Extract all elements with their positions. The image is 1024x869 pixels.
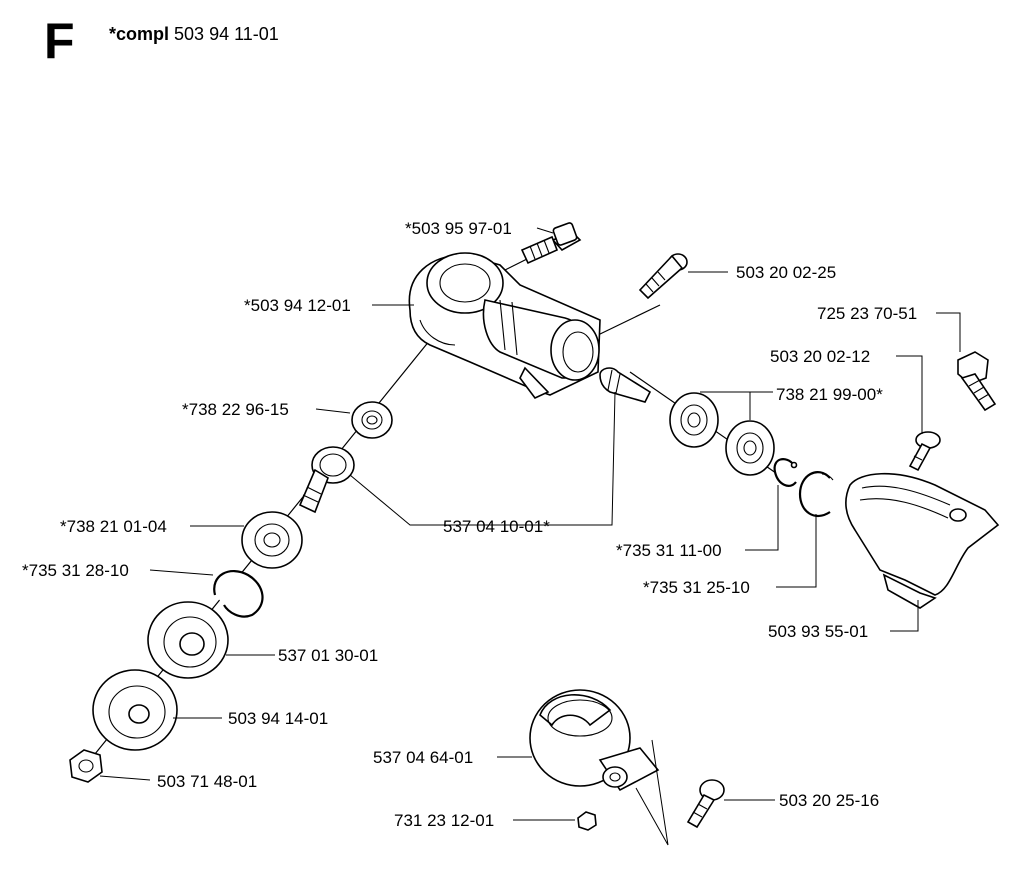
label-731-23-12-01: 731 23 12-01 [394, 811, 494, 830]
label-735-31-25-10: *735 31 25-10 [643, 578, 750, 597]
label-735-31-11-00: *735 31 11-00 [616, 541, 722, 560]
leader-lines [99, 227, 961, 846]
label-503-20-02-12: 503 20 02-12 [770, 347, 870, 366]
label-738-21-01-04: *738 21 01-04 [60, 517, 167, 536]
circlip-735-31-28-10 [213, 569, 264, 618]
screw-503-95-97-01 [520, 222, 582, 265]
label-503-94-12-01: *503 94 12-01 [244, 296, 351, 315]
label-537-01-30-01: 537 01 30-01 [278, 646, 378, 665]
nut-503-71-48-01 [69, 749, 103, 783]
retaining-ring-735-31-25-10 [798, 471, 834, 518]
clamp-537-04-64-01 [529, 689, 660, 792]
label-537-04-10-01: 537 04 10-01* [443, 517, 550, 536]
hex-bolt-725-23-70-51 [957, 351, 997, 412]
bolt-503-20-25-16 [686, 779, 725, 829]
nut-731-23-12-01 [577, 811, 597, 831]
label-738-22-96-15: *738 22 96-15 [182, 400, 289, 419]
label-537-04-64-01: 537 04 64-01 [373, 748, 473, 767]
label-503-20-02-25: 503 20 02-25 [736, 263, 836, 282]
label-503-95-97-01: *503 95 97-01 [405, 219, 512, 238]
label-503-71-48-01: 503 71 48-01 [157, 772, 257, 791]
label-725-23-70-51: 725 23 70-51 [817, 304, 917, 323]
label-738-21-99-00: 738 21 99-00* [776, 385, 883, 404]
label-503-93-55-01: 503 93 55-01 [768, 622, 868, 641]
bearing-738-22-96-15 [351, 401, 393, 439]
screw-503-20-02-12 [908, 431, 941, 472]
flange-537-01-30-01 [147, 601, 229, 679]
part-labels: *503 95 97-01 503 20 02-25 *503 94 12-01… [22, 219, 917, 830]
label-503-20-25-16: 503 20 25-16 [779, 791, 879, 810]
label-503-94-14-01: 503 94 14-01 [228, 709, 328, 728]
compl-number: 503 94 11-01 [174, 24, 279, 44]
protection-guard-503-93-55-01 [845, 472, 1000, 609]
label-735-31-28-10: *735 31 28-10 [22, 561, 129, 580]
compl-prefix: *compl [109, 24, 170, 44]
complete-assembly-number: *compl 503 94 11-01 [109, 24, 279, 45]
thrust-washer-503-94-14-01 [92, 669, 178, 751]
section-letter: F [44, 13, 75, 69]
bearing-738-21-01-04 [241, 511, 303, 569]
bolt-503-20-02-25 [638, 253, 688, 300]
gear-housing-503-94-12-01 [408, 252, 601, 399]
circlip-735-31-11-00 [773, 458, 798, 487]
pinion-gear-537-04-10-01 [298, 367, 652, 514]
bearings-738-21-99-00 [669, 392, 775, 476]
